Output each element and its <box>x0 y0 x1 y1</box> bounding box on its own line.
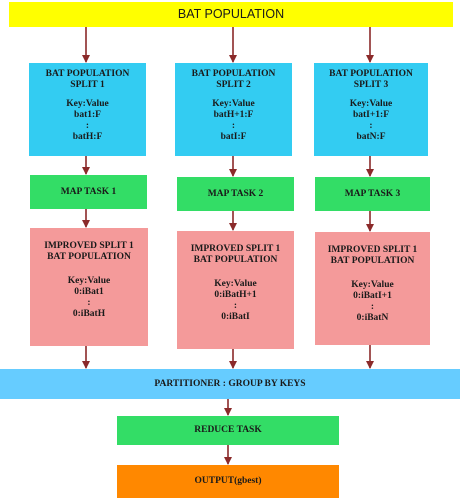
split-2-first: batH+1:F <box>213 110 254 120</box>
split-2-box: BAT POPULATION SPLIT 2 Key:Value batH+1:… <box>175 63 292 156</box>
split-3-first: batI+1:F <box>352 110 390 120</box>
split-3-title: BAT POPULATION <box>329 69 413 79</box>
improved-1-first: 0:iBat1 <box>74 287 104 297</box>
split-1-title: BAT POPULATION <box>45 69 130 79</box>
improved-3-first: 0:iBatI+1 <box>353 291 392 301</box>
improved-split-2-box: IMPROVED SPLIT 1 BAT POPULATION Key:Valu… <box>177 231 294 349</box>
output-label: OUTPUT(gbest) <box>194 476 262 486</box>
improved-1-last: 0:iBatH <box>72 309 106 319</box>
improved-1-dots: : <box>87 298 91 308</box>
split-1-key-value: Key:Value <box>66 99 109 109</box>
map-task-2-box: MAP TASK 2 <box>177 177 294 211</box>
improved-3-last: 0:iBatN <box>356 313 389 323</box>
reduce-task-box: REDUCE TASK <box>117 416 339 445</box>
banner-title: BAT POPULATION <box>177 7 285 21</box>
map-task-3-label: MAP TASK 3 <box>344 189 401 199</box>
map-task-3-box: MAP TASK 3 <box>315 177 430 211</box>
improved-3-title: IMPROVED SPLIT 1 <box>327 245 418 255</box>
partitioner-label: PARTITIONER : GROUP BY KEYS <box>154 379 306 389</box>
improved-1-subtitle: BAT POPULATION <box>47 252 131 262</box>
split-3-last: batN:F <box>356 132 386 142</box>
split-1-last: batH:F <box>72 132 103 142</box>
improved-2-first: 0:iBatH+1 <box>214 290 257 300</box>
map-task-2-label: MAP TASK 2 <box>207 189 264 199</box>
split-3-subtitle: SPLIT 3 <box>353 80 389 90</box>
bat-population-banner: BAT POPULATION <box>9 2 453 27</box>
improved-2-key-value: Key:Value <box>214 279 257 289</box>
split-1-first: bat1:F <box>74 110 101 120</box>
output-box: OUTPUT(gbest) <box>117 465 339 498</box>
improved-3-key-value: Key:Value <box>351 280 394 290</box>
reduce-task-label: REDUCE TASK <box>194 425 262 435</box>
map-task-1-label: MAP TASK 1 <box>60 187 117 197</box>
improved-2-dots: : <box>233 301 238 311</box>
improved-3-dots: : <box>370 302 375 312</box>
improved-3-subtitle: BAT POPULATION <box>330 256 415 266</box>
split-1-dots: : <box>85 121 90 131</box>
split-2-subtitle: SPLIT 2 <box>216 80 251 90</box>
split-2-dots: : <box>231 121 236 131</box>
improved-split-1-box: IMPROVED SPLIT 1 BAT POPULATION Key:Valu… <box>30 228 148 346</box>
split-2-key-value: Key:Value <box>212 99 255 109</box>
split-1-box: BAT POPULATION SPLIT 1 Key:Value bat1:F … <box>29 63 146 156</box>
map-task-1-box: MAP TASK 1 <box>30 175 147 209</box>
split-2-title: BAT POPULATION <box>191 69 276 79</box>
improved-2-last: 0:iBatI <box>221 312 250 322</box>
improved-2-subtitle: BAT POPULATION <box>193 255 278 265</box>
partitioner-box: PARTITIONER : GROUP BY KEYS <box>0 369 460 399</box>
split-3-dots: : <box>369 121 373 131</box>
split-1-subtitle: SPLIT 1 <box>70 80 105 90</box>
split-3-box: BAT POPULATION SPLIT 3 Key:Value batI+1:… <box>314 63 428 156</box>
split-3-key-value: Key:Value <box>349 99 393 109</box>
split-2-last: batI:F <box>220 132 247 142</box>
improved-2-title: IMPROVED SPLIT 1 <box>190 244 281 254</box>
improved-split-3-box: IMPROVED SPLIT 1 BAT POPULATION Key:Valu… <box>315 232 430 345</box>
improved-1-key-value: Key:Value <box>67 276 111 286</box>
improved-1-title: IMPROVED SPLIT 1 <box>44 241 134 251</box>
